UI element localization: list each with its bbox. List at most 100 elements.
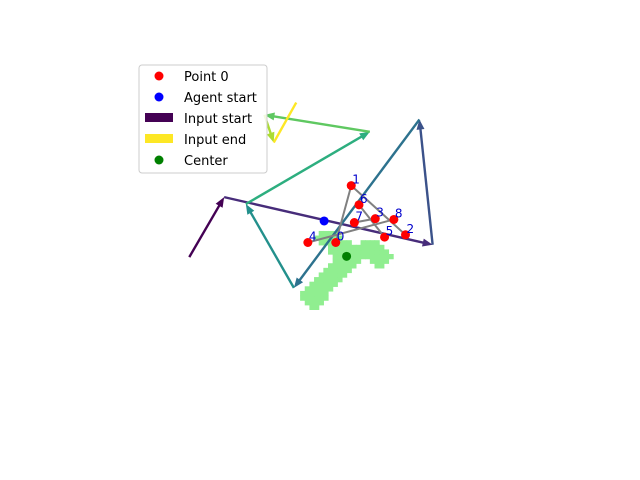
input-path-segment — [272, 102, 298, 144]
region-cell — [314, 235, 320, 241]
region-cell — [309, 304, 315, 310]
legend-marker-input-end — [145, 134, 173, 143]
legend-label-input-end: Input end — [184, 133, 246, 148]
region-cell — [300, 295, 306, 301]
star-segment — [334, 185, 353, 243]
star-segment — [350, 184, 407, 236]
point-0 — [331, 238, 341, 247]
point-label-7: 7 — [355, 210, 363, 224]
region-cell — [355, 254, 362, 260]
region-cell — [374, 240, 380, 246]
region-cell — [318, 277, 324, 283]
point-label-3: 3 — [376, 206, 384, 220]
region-cell — [365, 240, 371, 246]
input-path-arrowhead — [293, 277, 304, 288]
legend: Point 0 Agent start Input start Input en… — [138, 64, 268, 174]
region-cell — [369, 249, 376, 255]
region-cell — [309, 300, 315, 306]
region-cell — [374, 249, 380, 255]
region-cell — [346, 249, 352, 255]
input-path-line — [419, 128, 434, 245]
region-cell — [328, 286, 334, 292]
legend-frame — [138, 64, 268, 174]
region-cell — [332, 263, 338, 269]
region-cell — [332, 244, 338, 251]
region-cell — [355, 258, 362, 264]
region-cell — [337, 254, 343, 260]
region-cell — [332, 258, 338, 264]
input-path-arrowhead — [359, 131, 370, 141]
region-cell — [351, 249, 357, 255]
region-cell — [365, 244, 371, 251]
region-cell — [314, 277, 320, 283]
region-cell — [323, 290, 329, 297]
region-cell — [337, 244, 343, 251]
region-cell — [314, 304, 320, 310]
input-path-arrowhead — [266, 131, 275, 143]
input-path-layer — [188, 102, 434, 289]
region-cell — [314, 281, 320, 287]
region-cell — [328, 267, 334, 274]
region-cell — [365, 249, 371, 255]
region-cell — [355, 249, 362, 255]
region-cell — [379, 244, 385, 251]
region-cell — [328, 281, 334, 287]
region-cell — [328, 240, 334, 246]
center-point — [342, 251, 352, 261]
region-cell — [337, 267, 343, 274]
region-cell — [379, 258, 385, 264]
region-cell — [341, 240, 348, 246]
region-cell — [379, 254, 385, 260]
region-cell — [346, 244, 352, 251]
legend-marker-center — [154, 155, 164, 165]
point-6 — [354, 200, 364, 210]
region-cell — [379, 263, 385, 269]
region-cell — [318, 290, 324, 297]
region-cell — [328, 272, 334, 278]
region-cell — [383, 249, 390, 255]
region-cell — [355, 244, 362, 251]
region-cell — [323, 267, 329, 274]
region-cell — [360, 240, 366, 246]
point-4 — [303, 238, 313, 247]
region-cell — [314, 295, 320, 301]
region-cell — [328, 244, 334, 251]
region-cell — [337, 277, 343, 283]
region-cell — [341, 258, 348, 264]
region-cell — [328, 277, 334, 283]
region-cell — [369, 240, 376, 246]
region-cell — [374, 258, 380, 264]
region-cell — [318, 281, 324, 287]
point-label-8: 8 — [395, 206, 403, 220]
region-cell — [337, 235, 343, 241]
input-path-arrowhead — [416, 119, 425, 130]
region-cell — [341, 267, 348, 274]
region-cell — [346, 258, 352, 264]
point-1 — [346, 181, 356, 191]
region-cell — [318, 230, 324, 237]
region-cell — [323, 240, 329, 246]
region-cell — [351, 263, 357, 269]
region-cell — [337, 258, 343, 264]
region-cell — [318, 286, 324, 292]
input-path-line — [272, 102, 298, 144]
region-cell — [351, 244, 357, 251]
point-label-2: 2 — [407, 222, 415, 236]
region-cell — [304, 286, 310, 292]
point-3 — [370, 214, 380, 224]
region-cell — [360, 249, 366, 255]
region-cell — [309, 286, 315, 292]
legend-marker-point0 — [154, 71, 164, 81]
region-cell — [300, 290, 306, 297]
region-cell — [369, 244, 376, 251]
region-cell — [360, 254, 366, 260]
legend-marker-input-start — [145, 113, 173, 122]
input-path-segment — [416, 119, 434, 245]
region-cell — [341, 272, 348, 278]
input-path-line — [298, 118, 421, 282]
legend-label-agent: Agent start — [184, 91, 257, 106]
legend-marker-agent — [154, 92, 164, 102]
region-cell — [369, 254, 376, 260]
legend-label-input-start: Input start — [184, 112, 252, 127]
